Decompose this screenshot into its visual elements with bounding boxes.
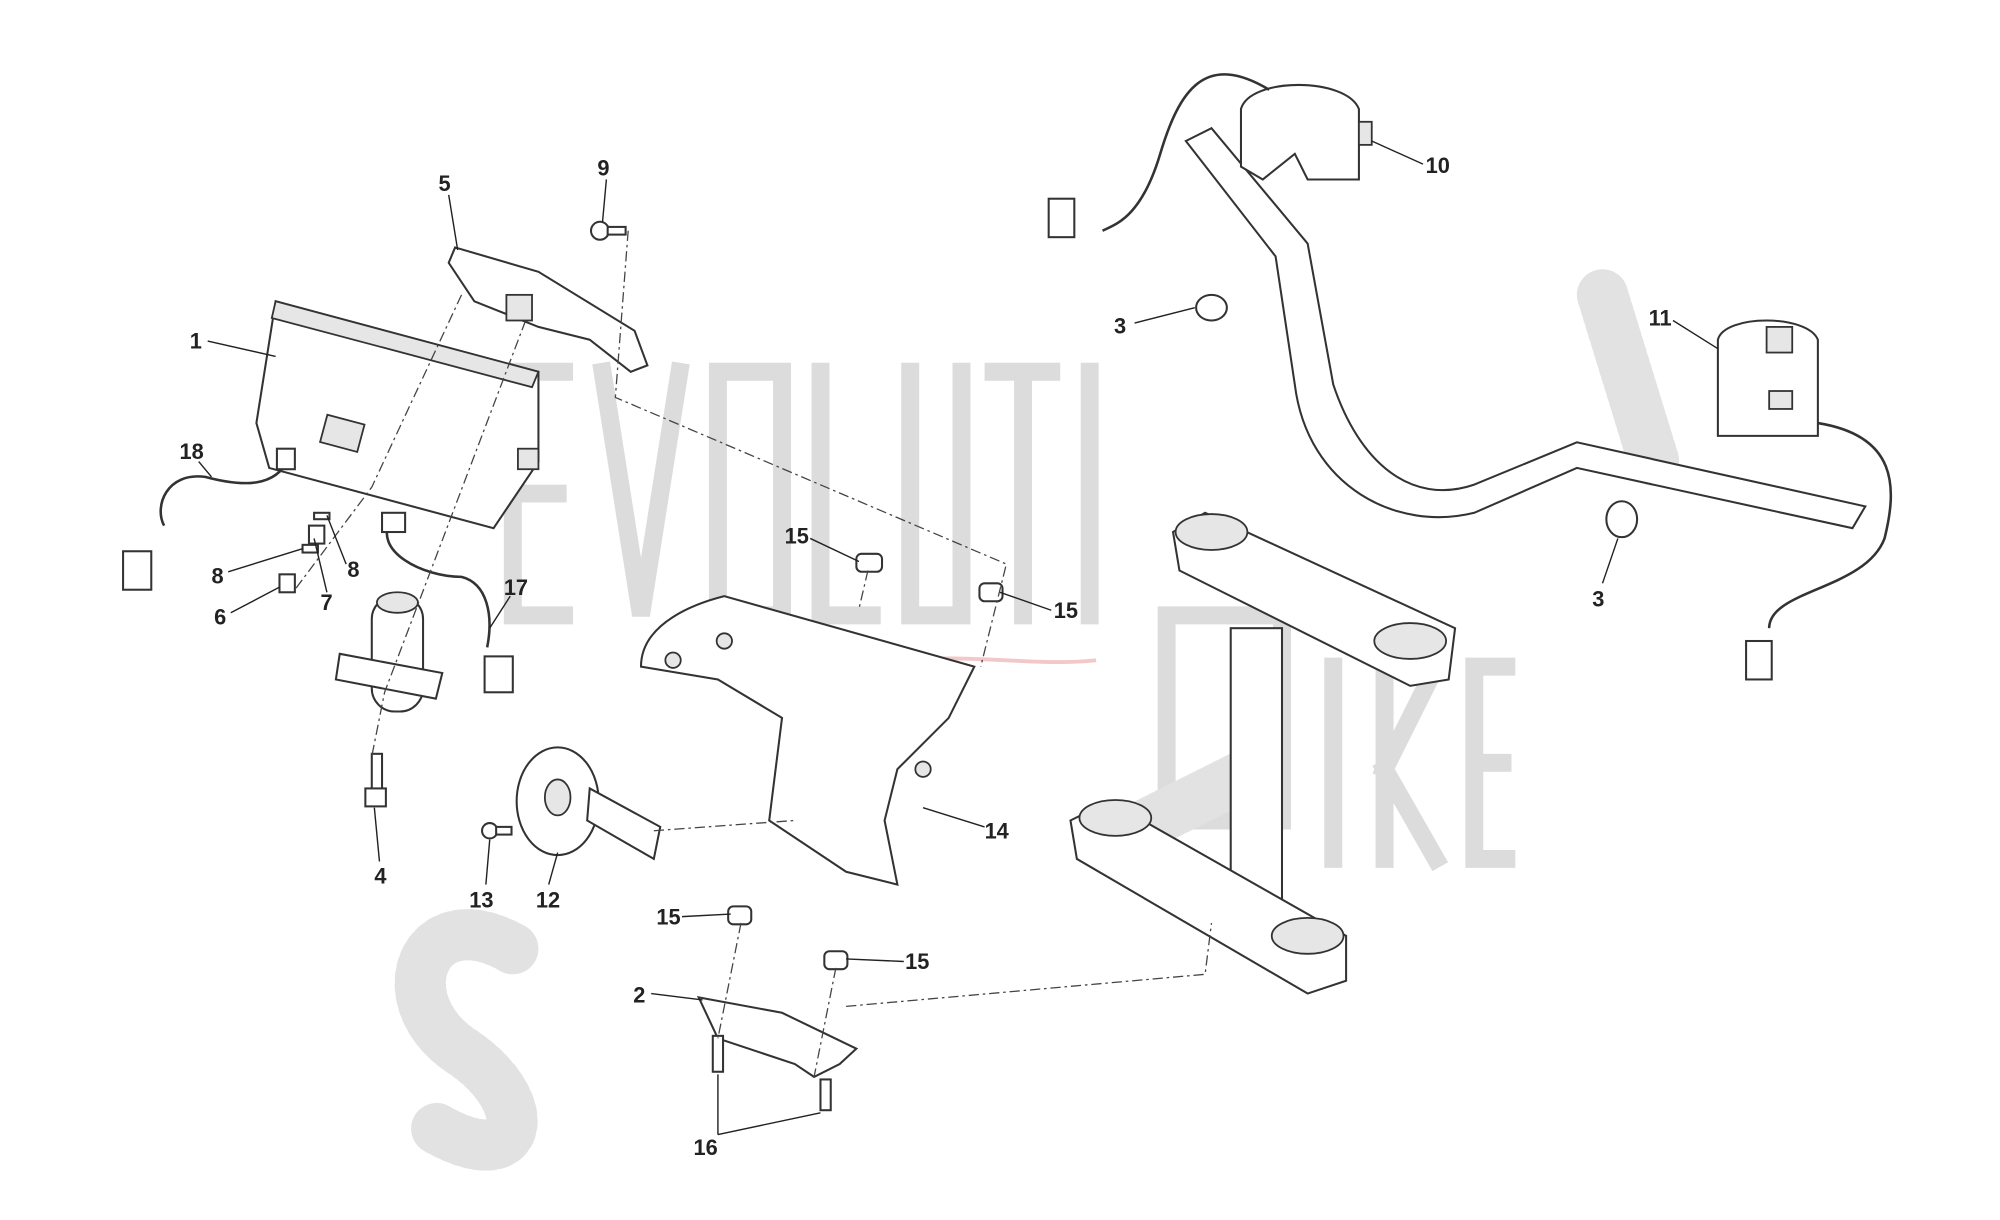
watermark-logo bbox=[394, 269, 1680, 1171]
callout-15: 15 bbox=[785, 524, 809, 549]
mounting-plate[interactable] bbox=[696, 996, 859, 1079]
handlebar[interactable] bbox=[1184, 126, 1867, 530]
callout-4: 4 bbox=[374, 863, 386, 888]
callout-6: 6 bbox=[214, 604, 226, 629]
bolt-13[interactable] bbox=[481, 822, 513, 840]
right-switch-11[interactable] bbox=[1716, 319, 1893, 681]
callout-16: 16 bbox=[694, 1135, 718, 1160]
washer-8b[interactable] bbox=[313, 511, 331, 521]
callout-15: 15 bbox=[905, 949, 929, 974]
bushing-15d[interactable] bbox=[823, 950, 849, 971]
wire-harness-17 bbox=[385, 518, 491, 648]
callout-2: 2 bbox=[633, 983, 645, 1008]
bolts-16[interactable] bbox=[711, 1034, 832, 1112]
leader-lines bbox=[198, 140, 1719, 1136]
bushing-15a[interactable] bbox=[855, 552, 884, 573]
callout-10: 10 bbox=[1426, 153, 1450, 178]
callout-1: 1 bbox=[190, 329, 202, 354]
callout-7: 7 bbox=[321, 590, 333, 615]
instrument-cluster[interactable] bbox=[255, 299, 540, 530]
clamp-3a[interactable] bbox=[1195, 293, 1228, 322]
callout-3: 3 bbox=[1114, 313, 1126, 338]
callout-17: 17 bbox=[504, 575, 528, 600]
callout-14: 14 bbox=[985, 818, 1009, 843]
clamp-3b[interactable] bbox=[1605, 500, 1639, 539]
spacer-7[interactable] bbox=[307, 524, 326, 545]
horn[interactable] bbox=[515, 746, 662, 861]
grommet-6[interactable] bbox=[278, 573, 296, 594]
left-switch-10[interactable] bbox=[1047, 73, 1373, 239]
callout-13: 13 bbox=[469, 888, 493, 913]
ignition-switch[interactable] bbox=[334, 591, 444, 713]
callout-labels: 1 2 3 3 4 5 6 7 8 8 9 10 11 12 13 14 15 … bbox=[179, 153, 1671, 1160]
callout-18: 18 bbox=[179, 439, 203, 464]
bushing-15b[interactable] bbox=[978, 582, 1004, 603]
bolt-9[interactable] bbox=[589, 220, 627, 241]
callout-11: 11 bbox=[1649, 306, 1672, 331]
callout-15: 15 bbox=[1054, 598, 1078, 623]
bolt-4[interactable] bbox=[364, 752, 387, 808]
connector-18[interactable] bbox=[122, 550, 153, 591]
callout-5: 5 bbox=[438, 171, 450, 196]
callout-8: 8 bbox=[347, 557, 359, 582]
wire-harness-18 bbox=[159, 458, 290, 527]
steering-stem[interactable] bbox=[1069, 511, 1457, 995]
callout-15: 15 bbox=[656, 904, 680, 929]
callout-9: 9 bbox=[597, 156, 609, 181]
headlight-bracket[interactable] bbox=[639, 595, 976, 886]
callout-12: 12 bbox=[536, 888, 560, 913]
bushing-15c[interactable] bbox=[727, 905, 753, 926]
dashboard-bracket[interactable] bbox=[447, 246, 649, 373]
callout-8: 8 bbox=[212, 563, 224, 588]
callout-3: 3 bbox=[1592, 586, 1604, 611]
